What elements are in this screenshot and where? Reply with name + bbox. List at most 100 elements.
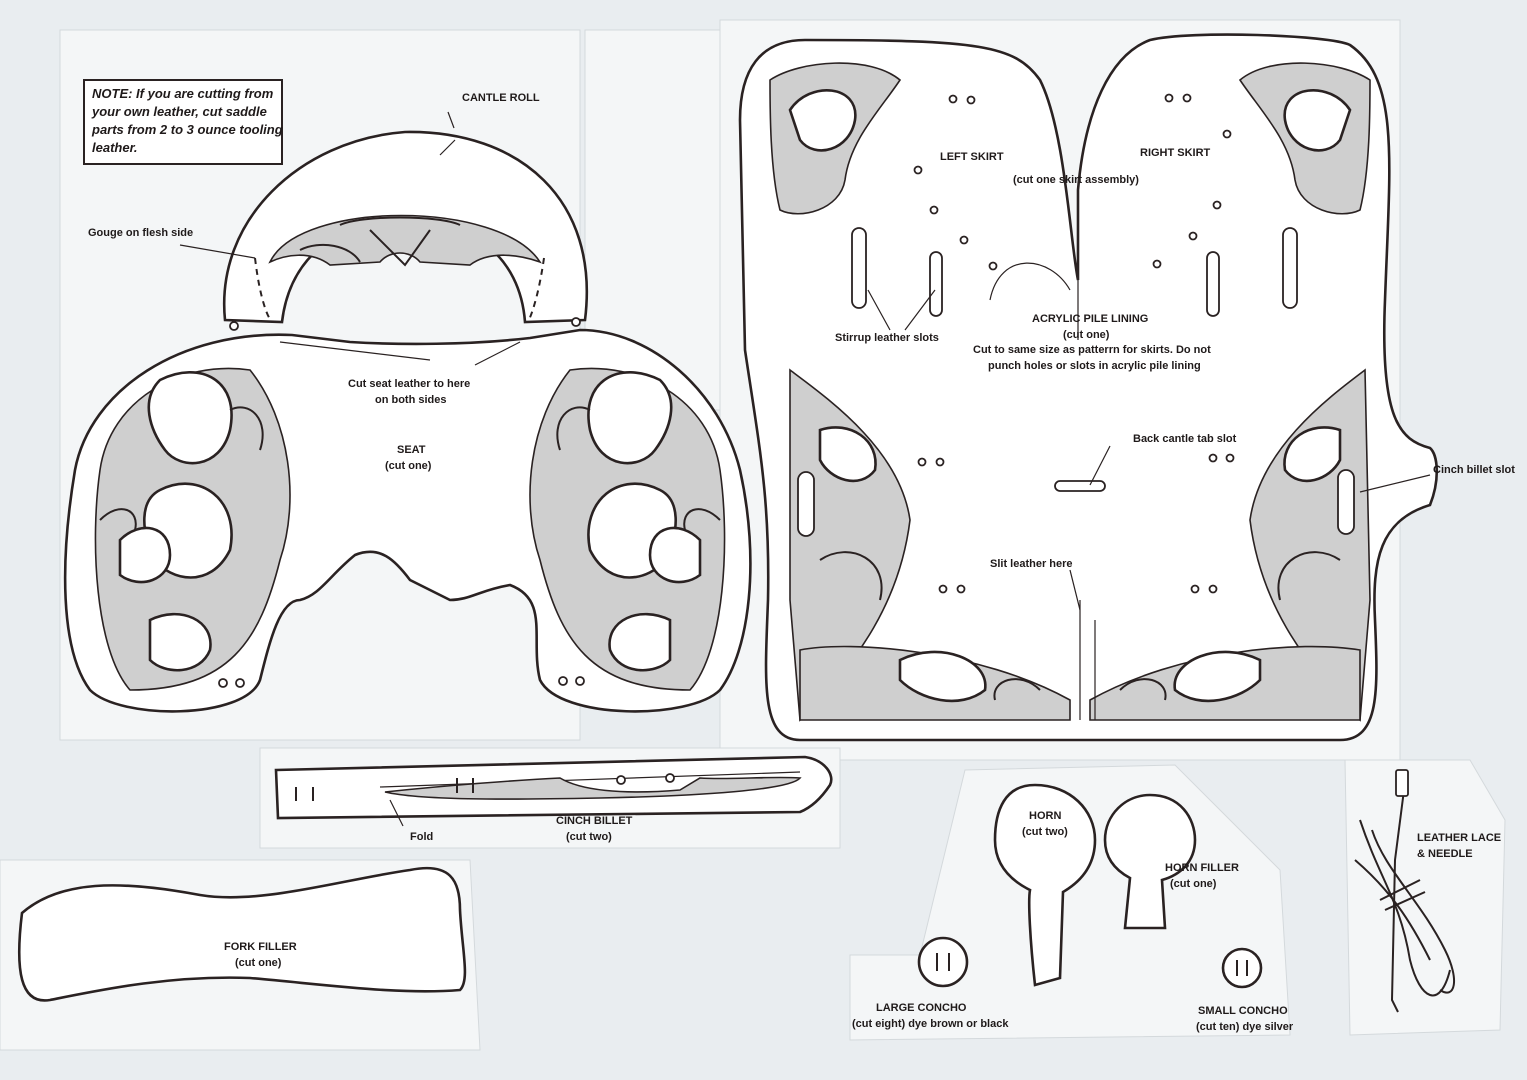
horn-outline [993, 783, 1097, 987]
cinch-billet-title: CINCH BILLET [556, 815, 633, 827]
skirt-hole-8 [1222, 129, 1232, 139]
cinch-billet-slots [295, 778, 474, 801]
seat-carving-lines [99, 406, 721, 531]
large-concho-outline [917, 936, 969, 988]
right-skirt-flower [1173, 650, 1262, 703]
back-cantle-tab-slot [1054, 480, 1106, 492]
large-concho-title: LARGE CONCHO [876, 1002, 967, 1014]
skirt-piece [738, 33, 1439, 742]
right-skirt-label: RIGHT SKIRT [1140, 147, 1211, 159]
cantle-hole-left [229, 321, 239, 331]
gouge-line-right [527, 257, 545, 323]
note-frame [83, 79, 283, 165]
seat-title: SEAT [397, 444, 426, 456]
cantle-roll-carving [299, 216, 461, 267]
gouge-leader [179, 244, 256, 259]
cinch-billet-piece [274, 755, 833, 827]
horn-title: HORN [1029, 810, 1061, 822]
skirt-hole-18 [956, 584, 966, 594]
left-skirt-leaf [818, 426, 877, 483]
cinch-billet-tooling [384, 776, 802, 800]
left-skirt-flower [898, 650, 987, 703]
cantle-roll-leader [439, 111, 456, 156]
skirt-hole-9 [1212, 200, 1222, 210]
note-line-4: leather. [92, 140, 138, 155]
horn-piece [993, 783, 1097, 987]
back-cantle-leader [1089, 445, 1111, 486]
seat-hole-2 [235, 678, 245, 688]
skirt-hole-5 [913, 165, 923, 175]
fold-label: Fold [410, 831, 433, 843]
horn-subtitle: (cut two) [1022, 826, 1068, 838]
skirt-hole-1 [948, 94, 958, 104]
lace-coil [1354, 819, 1456, 997]
skirt-carving-lines [819, 551, 1341, 701]
gouge-line [254, 257, 273, 323]
horn-filler-piece [1103, 793, 1197, 930]
skirt-center-line [1077, 280, 1096, 720]
fork-filler-outline [17, 866, 467, 1002]
note-line-2: your own leather, cut saddle [91, 104, 267, 119]
stirrup-slot-4 [1282, 227, 1298, 309]
note-line-1: NOTE: If you are cutting from [92, 86, 274, 101]
cantle-roll-tooling [268, 214, 542, 266]
leather-lace-piece [1354, 769, 1456, 1013]
cinch-billet-stitch-line [379, 771, 801, 788]
seat-right-leaf-1 [587, 371, 673, 465]
small-concho-piece [1221, 947, 1263, 989]
small-concho-outline [1221, 947, 1263, 989]
stirrup-slot-2 [929, 251, 943, 317]
seat-hole-4 [575, 676, 585, 686]
skirt-hole-13 [917, 457, 927, 467]
lace-title-1: LEATHER LACE [1417, 832, 1501, 844]
cantle-hole-right [571, 317, 581, 327]
paper-scrap-lace [1344, 759, 1506, 1036]
cinch-billet-subtitle: (cut two) [566, 831, 612, 843]
seat-right-scroll [648, 526, 702, 584]
pile-lining-title: ACRYLIC PILE LINING [1032, 313, 1148, 325]
seat-subtitle: (cut one) [385, 460, 432, 472]
skirt-hole-6 [929, 205, 939, 215]
back-cantle-label: Back cantle tab slot [1133, 433, 1237, 445]
skirt-hole-14 [935, 457, 945, 467]
right-cinch-slot [1337, 469, 1355, 535]
fork-filler-subtitle: (cut one) [235, 957, 282, 969]
cantle-roll-label: CANTLE ROLL [462, 92, 540, 104]
pile-lining-leader [989, 262, 1071, 301]
fork-filler-piece [17, 866, 467, 1002]
right-skirt-leaf [1283, 426, 1342, 483]
pile-lining-subtitle: (cut one) [1063, 329, 1110, 341]
seat-left-scroll [118, 526, 172, 584]
small-concho-title: SMALL CONCHO [1198, 1005, 1288, 1017]
fold-leader [389, 799, 404, 827]
skirt-hole-10 [1188, 231, 1198, 241]
skirt-hole-7 [959, 235, 969, 245]
seat-left-leaf-1 [147, 371, 233, 465]
left-skirt-label: LEFT SKIRT [940, 151, 1004, 163]
large-concho-subtitle: (cut eight) dye brown or black [852, 1018, 1009, 1030]
small-concho-slits [1236, 960, 1248, 976]
horn-filler-subtitle: (cut one) [1170, 878, 1217, 890]
pile-lining-note-1: Cut to same size as patterrn for skirts.… [973, 344, 1211, 356]
left-skirt-scroll [788, 89, 857, 152]
skirt-hole-17 [938, 584, 948, 594]
skirt-hole-16 [1225, 453, 1235, 463]
stirrup-slot-1 [851, 227, 867, 309]
stirrup-slots-label: Stirrup leather slots [835, 332, 939, 344]
seat-hole-1 [218, 678, 228, 688]
slit-label: Slit leather here [990, 558, 1073, 570]
horn-filler-outline [1103, 793, 1197, 930]
skirt-hole-11 [1152, 259, 1162, 269]
small-concho-subtitle: (cut ten) dye silver [1196, 1021, 1294, 1033]
seat-hole-3 [558, 676, 568, 686]
skirt-hole-3 [1164, 93, 1174, 103]
fork-filler-title: FORK FILLER [224, 941, 297, 953]
cinch-billet-hole-2 [665, 773, 675, 783]
note-line-3: parts from 2 to 3 ounce tooling [91, 122, 283, 137]
skirt-hole-19 [1190, 584, 1200, 594]
stirrup-slot-3 [1206, 251, 1220, 317]
cut-seat-leader [279, 341, 521, 366]
cut-seat-label-1: Cut seat leather to here [348, 378, 470, 390]
skirt-hole-12 [988, 261, 998, 271]
large-concho-slits [936, 953, 950, 971]
